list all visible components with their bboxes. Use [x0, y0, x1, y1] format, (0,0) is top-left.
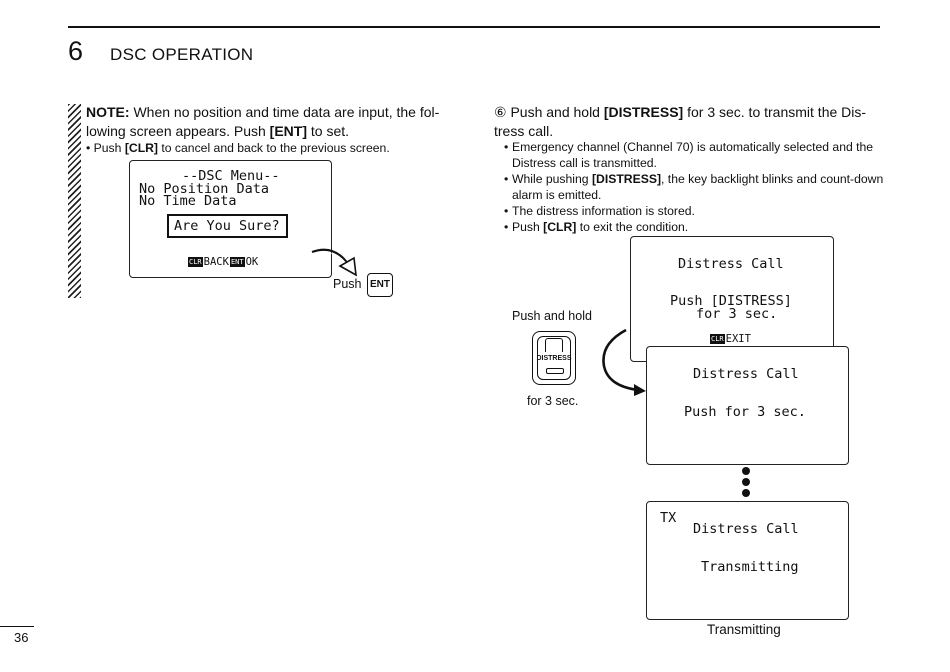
lcd2-line1: Push for 3 sec. [684, 404, 806, 420]
note-bullet-1: • Push [86, 141, 125, 155]
clr-key-icon: CLR [188, 257, 203, 267]
transmitting-caption: Transmitting [707, 622, 781, 637]
note-text-2: to set. [307, 123, 350, 139]
step6-paragraph: ⑥ Push and hold [DISTRESS] for 3 sec. to… [494, 103, 886, 141]
step-bullet-4: •Push [CLR] to exit the condition. [504, 220, 689, 234]
lcd-menu-line2: No Position Data [139, 181, 270, 197]
lcd-transmitting: TX Distress Call Transmitting [646, 501, 849, 620]
lcd-confirm-box: Are You Sure? [167, 214, 288, 238]
note-label: NOTE: [86, 104, 130, 120]
step-marker: ⑥ [494, 104, 507, 120]
ok-label: OK [245, 256, 259, 268]
distress-slot-icon [546, 368, 564, 374]
lcd-menu-line1: --DSC Menu-- [182, 168, 280, 184]
step-bullet-3: •The distress information is stored. [504, 204, 695, 218]
lcd-tx-line1: Transmitting [701, 559, 799, 575]
curved-arrow-icon [311, 248, 357, 277]
bullet2-pre: While pushing [512, 172, 592, 186]
lcd-confirm-text: Are You Sure? [174, 218, 280, 234]
clr-key-icon: CLR [710, 334, 725, 344]
ent-key-button: ENT [367, 273, 393, 297]
ellipsis-dot-2 [742, 478, 750, 486]
lcd-tx-indicator: TX [660, 510, 677, 526]
note-bullet-2: to cancel and back to the previous scree… [158, 141, 390, 155]
bullet4-post: to exit the condition. [576, 220, 689, 234]
step-text-2: for 3 sec. to transmit the Dis-tress cal… [494, 104, 867, 139]
push-hold-label: Push and hold [512, 309, 592, 323]
note-ent: [ENT] [269, 123, 307, 139]
exit-label: EXIT [725, 333, 751, 345]
ent-key-icon: ENT [229, 257, 245, 267]
bullet2-post: , the key backlight blinks and count-dow… [512, 172, 884, 202]
note-paragraph: NOTE: When no position and time data are… [86, 103, 468, 141]
lcd-dsc-menu: --DSC Menu-- No Position Data No Time Da… [129, 160, 332, 278]
distress-button-label: DISTRESS [536, 355, 572, 362]
page-number: 36 [14, 630, 29, 645]
header-rule [68, 26, 880, 28]
note-hatch-bar [68, 104, 81, 298]
lcd1-line1: Push [DISTRESS] [670, 293, 792, 309]
distress-button-inner [537, 336, 571, 380]
note-clr: [CLR] [124, 141, 158, 155]
lcd-menu-line3: No Time Data [139, 193, 237, 209]
lcd-tx-title: Distress Call [693, 521, 799, 537]
bullet3-text: The distress information is stored. [512, 204, 695, 218]
distress-button: DISTRESS [532, 331, 576, 385]
lcd2-title: Distress Call [693, 366, 799, 382]
back-label: BACK [203, 256, 229, 268]
curved-arrow-down-icon [602, 328, 646, 396]
step-bullet-1: •Emergency channel (Channel 70) is autom… [504, 140, 874, 170]
chapter-number: 6 [68, 36, 84, 66]
chapter-title: DSC OPERATION [110, 45, 254, 64]
lcd1-line2: for 3 sec. [696, 306, 778, 322]
page-number-rule [0, 626, 34, 627]
lcd1-title: Distress Call [678, 256, 784, 272]
ellipsis-dot-1 [742, 467, 750, 475]
bullet4-pre: Push [512, 220, 544, 234]
distress-cover-icon [545, 338, 563, 352]
ellipsis-dot-3 [742, 489, 750, 497]
note-bullet: • Push [CLR] to cancel and back to the p… [86, 140, 468, 156]
push-ent-label: Push [333, 277, 362, 291]
step-distress: [DISTRESS] [603, 104, 684, 120]
lcd-distress-1: Distress Call Push [DISTRESS] for 3 sec.… [630, 236, 834, 362]
step-bullet-2: •While pushing [DISTRESS], the key backl… [504, 172, 884, 202]
note-text-1: When no position and time data are input… [86, 104, 440, 139]
bullet1-text: Emergency channel (Channel 70) is automa… [512, 140, 874, 170]
lcd-distress-2: Distress Call Push for 3 sec. [646, 346, 849, 465]
bullet2-bold: [DISTRESS] [591, 172, 662, 186]
push-hold-duration: for 3 sec. [527, 394, 579, 408]
bullet4-bold: [CLR] [543, 220, 577, 234]
step-text-1: Push and hold [506, 104, 604, 120]
